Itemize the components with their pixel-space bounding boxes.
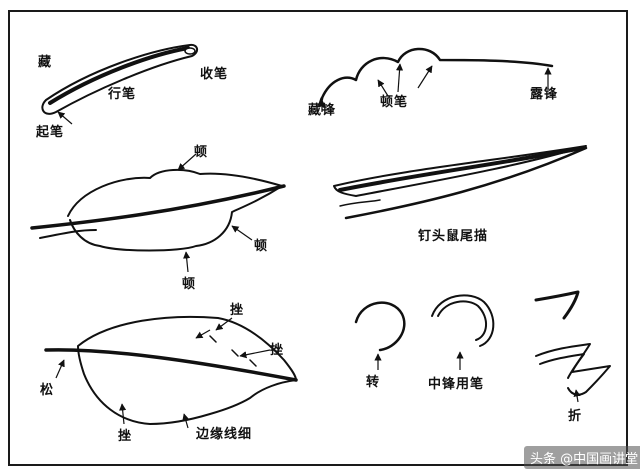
diagram-frame: [8, 10, 628, 466]
label-zhuan: 转: [366, 375, 381, 390]
watermark: 头条 @中国画讲堂: [524, 446, 640, 469]
label-cangfeng: 藏锋: [308, 103, 337, 118]
label-zhongfeng: 中锋用笔: [428, 377, 485, 392]
label-dunbi: 顿笔: [380, 95, 409, 110]
stroke-dingtou: [333, 145, 588, 220]
label-qibi: 起笔: [36, 125, 65, 140]
label-cuo-top: 挫: [230, 303, 245, 318]
stroke-basic: [41, 43, 198, 125]
label-shoubi: 收笔: [200, 67, 229, 82]
label-cang: 藏: [38, 55, 53, 70]
label-dun-top: 顿: [194, 145, 209, 160]
stroke-zhongfeng: [431, 294, 495, 370]
label-xingbi: 行笔: [108, 87, 137, 102]
stroke-zhuan: [354, 301, 406, 370]
label-song: 松: [40, 383, 55, 398]
label-dun-bottom: 顿: [182, 277, 197, 292]
label-dingtou: 钉头鼠尾描: [418, 229, 489, 244]
label-cuo-right: 挫: [270, 343, 285, 358]
label-cuo-bottom: 挫: [118, 429, 133, 444]
label-dun-right: 顿: [254, 239, 269, 254]
label-bianyuan: 边缘线细: [196, 427, 253, 442]
stroke-leaf-dun: [30, 153, 286, 273]
label-zhe: 折: [568, 409, 583, 424]
stroke-cloud: [318, 47, 554, 112]
stroke-zhe: [534, 290, 611, 403]
stroke-leaf-cuo: [44, 315, 298, 429]
label-lufeng: 露锋: [530, 87, 559, 102]
